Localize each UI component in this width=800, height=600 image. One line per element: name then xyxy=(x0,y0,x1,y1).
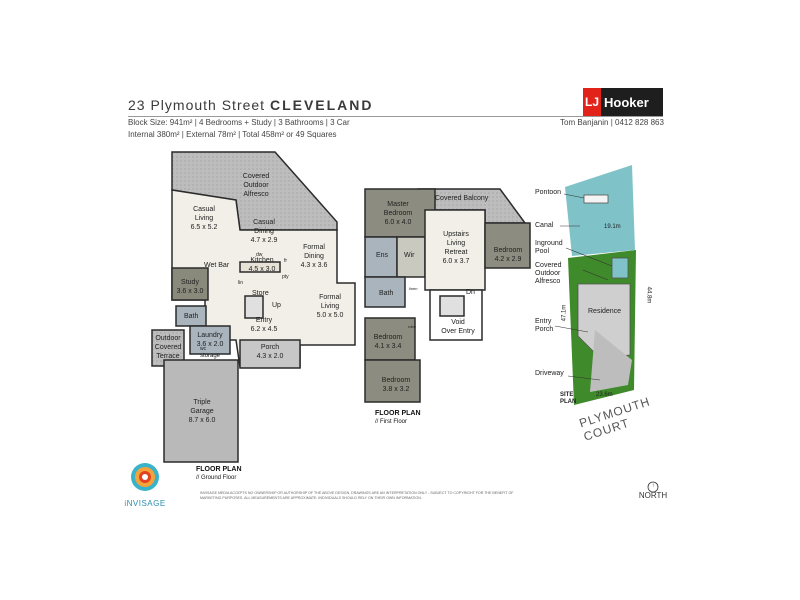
address-street: 23 Plymouth Street xyxy=(128,97,266,113)
label-wir: Wir xyxy=(404,252,415,259)
retreat-room xyxy=(424,209,486,291)
site-label-alfresco: Covered Outdoor Alfresco xyxy=(535,262,562,285)
porch-area xyxy=(239,339,301,369)
property-details-line1: Block Size: 941m² | 4 Bedrooms + Study |… xyxy=(128,118,350,127)
label-robe: robe xyxy=(408,324,417,329)
header-rule xyxy=(128,116,663,117)
site-dim-left: 47.1m xyxy=(561,304,568,322)
pontoon-shape xyxy=(583,194,609,204)
canal-water xyxy=(565,165,635,256)
label-wet-bar: Wet Bar xyxy=(204,262,230,269)
label-covered-balcony: Covered Balcony xyxy=(435,195,489,202)
ground-floor-title: FLOOR PLAN // Ground Floor xyxy=(196,466,242,482)
laundry-room xyxy=(189,325,231,355)
label-void: Void Over Entry xyxy=(441,319,475,335)
north-indicator: ↑ NORTH xyxy=(633,482,673,500)
logo-lj-mark: LJ xyxy=(584,95,599,109)
site-dim-top: 19.1m xyxy=(604,224,621,230)
label-dn: Dn xyxy=(466,289,475,296)
label-wc: wc xyxy=(200,346,207,352)
label-master-bedroom: Master Bedroom 6.0 x 4.0 xyxy=(383,201,413,226)
bedroom-3-room xyxy=(364,359,421,403)
ground-floor-title-text: FLOOR PLAN xyxy=(196,466,242,473)
label-fr: fr xyxy=(284,258,288,264)
bedroom-side-room xyxy=(484,222,531,269)
label-storage: storage xyxy=(200,353,221,359)
agent-contact: Tom Banjanin | 0412 828 863 xyxy=(560,118,664,127)
bedroom-2-room xyxy=(364,317,416,361)
site-label-entry-porch: Entry Porch xyxy=(535,318,554,333)
property-address: 23 Plymouth Street CLEVELAND xyxy=(128,97,374,113)
label-outdoor-covered-terrace: Outdoor Covered Terrace xyxy=(154,335,182,360)
pointer-pontoon xyxy=(563,193,585,199)
site-dim-bottom: 23.6m xyxy=(596,392,613,398)
north-arrow-icon: ↑ xyxy=(651,483,655,489)
invisage-logo-mark xyxy=(131,463,159,491)
label-ens: Ens xyxy=(376,252,389,259)
pool-shape xyxy=(611,257,629,279)
invisage-name: iNVISAGE xyxy=(124,499,166,508)
lj-hooker-logo: LJ Hooker xyxy=(583,88,663,116)
label-bedroom-side: Bedroom 4.2 x 2.9 xyxy=(493,247,523,263)
north-circle xyxy=(647,481,659,493)
study-room xyxy=(171,267,209,301)
label-dw: dw xyxy=(256,252,263,258)
label-laundry: Laundry 3.6 x 2.0 xyxy=(196,332,224,348)
label-entry: Entry 6.2 x 4.5 xyxy=(250,317,278,333)
logo-wordmark: Hooker xyxy=(601,88,663,116)
pointer-driveway xyxy=(567,375,601,381)
first-floor-title: FLOOR PLAN // First Floor xyxy=(375,410,421,426)
staircase-ground xyxy=(244,295,264,319)
pointer-alfresco xyxy=(582,269,609,281)
site-label-driveway: Driveway xyxy=(535,370,564,377)
site-plan-title: SITE PLAN xyxy=(560,392,577,405)
site-label-pool: Inground Pool xyxy=(535,240,563,255)
north-label: NORTH xyxy=(638,491,668,500)
label-covered-outdoor-alfresco: Covered Outdoor Alfresco xyxy=(242,173,270,198)
pointer-porch xyxy=(554,325,589,333)
site-label-pontoon: Pontoon xyxy=(535,189,562,196)
bath-room-first xyxy=(364,276,406,308)
label-bedroom-3: Bedroom 3.8 x 3.2 xyxy=(381,377,411,393)
label-kitchen: Kitchen 4.5 x 3.0 xyxy=(248,257,276,273)
driveway-shape xyxy=(590,330,632,392)
first-floor-plan xyxy=(364,188,531,403)
pointer-pool xyxy=(565,247,613,267)
label-up: Up xyxy=(272,302,281,309)
label-linen: linen xyxy=(409,286,418,291)
property-details-line2: Internal 380m² | External 78m² | Total 4… xyxy=(128,130,337,139)
label-casual-dining: Casual Dining 4.7 x 2.9 xyxy=(250,219,278,244)
label-upstairs-living-retreat: Upstairs Living Retreat 6.0 x 3.7 xyxy=(442,231,470,265)
label-porch: Porch 4.3 x 2.0 xyxy=(256,344,284,360)
site-label-residence: Residence xyxy=(588,308,622,315)
label-lin: lin xyxy=(238,280,244,286)
ground-floor-subtitle: // Ground Floor xyxy=(196,475,237,481)
invisage-brand: iNVISAGE xyxy=(120,496,170,508)
staircase-first xyxy=(439,295,465,317)
label-store: Store xyxy=(252,290,269,297)
label-bedroom-2: Bedroom 4.1 x 3.4 xyxy=(373,334,403,350)
site-label-canal: Canal xyxy=(535,222,554,229)
first-floor-subtitle: // First Floor xyxy=(375,419,408,425)
label-pty: pty xyxy=(282,274,289,280)
label-bath-first: Bath xyxy=(379,290,394,297)
ground-floor-plan xyxy=(151,151,356,463)
site-plan-drawing xyxy=(554,165,636,405)
kitchen-bench xyxy=(239,261,281,273)
label-formal-dining: Formal Dining 4.3 x 3.6 xyxy=(300,244,328,269)
label-bath-ground: Bath xyxy=(184,313,199,320)
address-suburb: CLEVELAND xyxy=(269,97,374,113)
label-casual-living: Casual Living 6.5 x 5.2 xyxy=(190,206,218,231)
label-study: Study 3.6 x 3.0 xyxy=(176,279,204,295)
disclaimer-text: INVISAGE MEDIA ACCEPTS NO OWNERSHIP OR A… xyxy=(200,491,514,500)
label-triple-garage: Triple Garage 8.7 x 6.0 xyxy=(188,399,216,424)
site-dim-right: 44.8m xyxy=(645,286,652,304)
label-formal-living: Formal Living 5.0 x 5.0 xyxy=(316,294,344,319)
garage-room xyxy=(163,359,239,463)
first-floor-title-text: FLOOR PLAN xyxy=(375,410,421,417)
